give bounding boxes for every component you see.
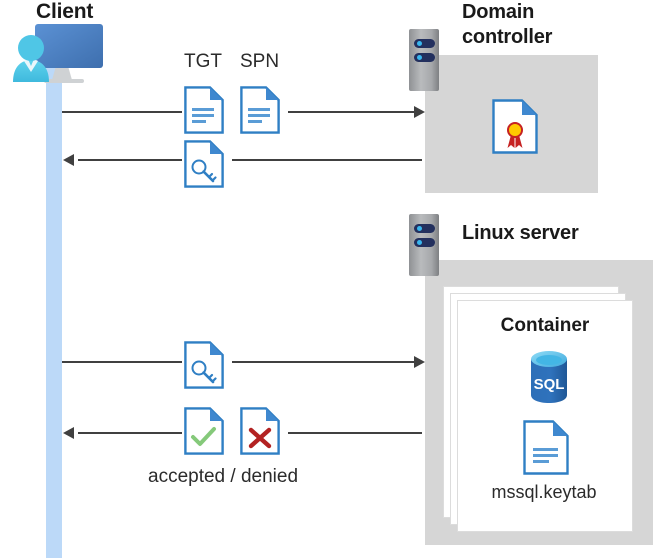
client-lifeline [46,60,62,558]
linux-server-server-rack-icon [409,214,439,276]
message-line-4a [78,432,182,434]
message-line-1b [288,111,414,113]
client-title: Client [36,0,94,23]
tgt-label: TGT [184,51,222,72]
message-line-2b [232,159,422,161]
cross-document-icon [240,407,280,460]
message-line-1a [62,111,182,113]
keytab-document-icon [523,420,569,480]
certificate-document-icon [492,99,538,159]
spn-document-icon [240,86,280,139]
arrowhead-left-2 [63,154,74,166]
linux-server-title: Linux server [462,222,579,244]
key-document-icon-2 [184,341,224,394]
sql-database-icon: SQL [525,349,573,410]
spn-label: SPN [240,51,280,72]
tgt-document-icon [184,86,224,139]
message-line-4b [288,432,422,434]
message-line-2a [78,159,182,161]
domain-controller-server-rack-icon [409,29,439,91]
key-document-icon-1 [184,140,224,193]
domain-controller-title: Domain controller [462,1,553,48]
arrowhead-right-1 [414,106,425,118]
container-card-front: Container [457,300,633,532]
check-document-icon [184,407,224,460]
keytab-label: mssql.keytab [491,482,597,502]
arrowhead-right-3 [414,356,425,368]
message-line-3b [232,361,414,363]
accepted-denied-label: accepted / denied [148,466,299,487]
svg-text:SQL: SQL [534,376,565,393]
client-icon [10,22,115,92]
container-title: Container [500,315,590,336]
message-line-3a [62,361,182,363]
arrowhead-left-4 [63,427,74,439]
